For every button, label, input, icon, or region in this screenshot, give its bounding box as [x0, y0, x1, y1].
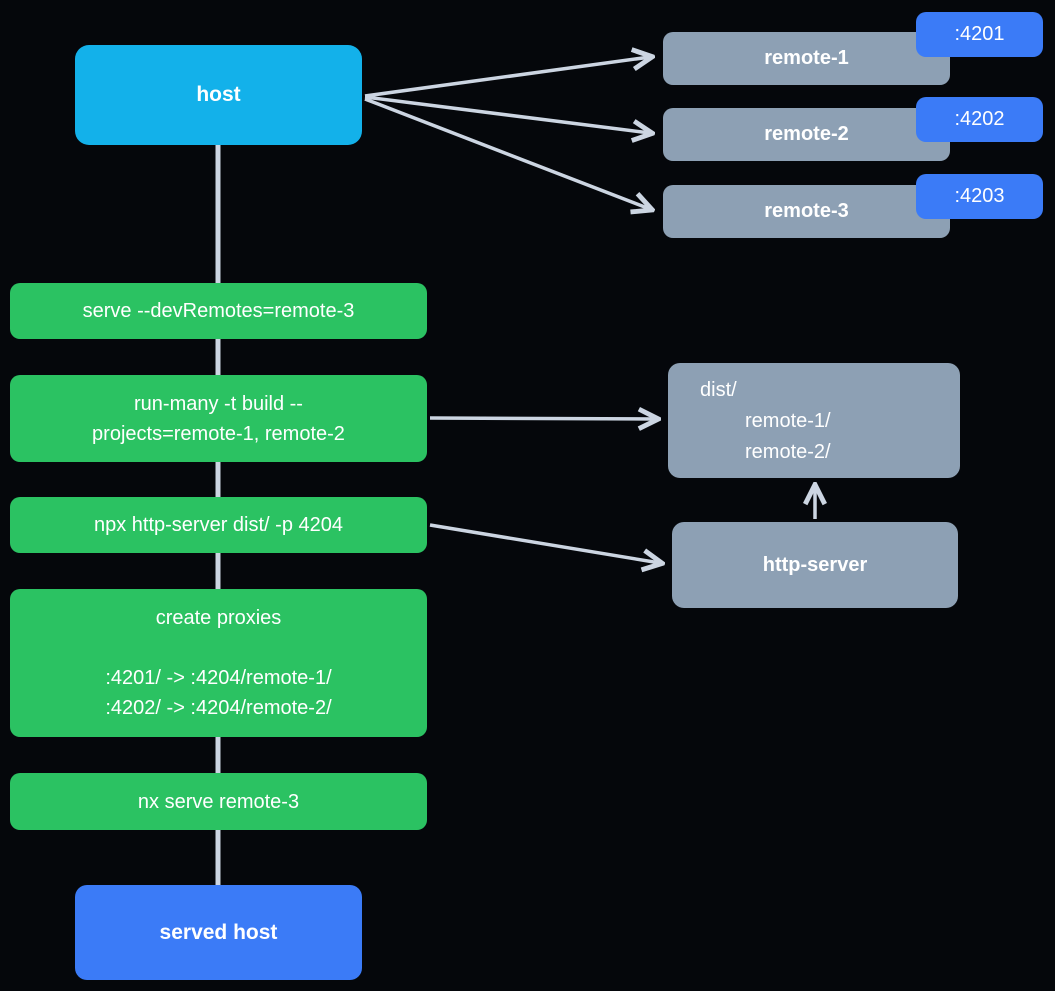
dist-line-root: dist/: [700, 379, 737, 401]
port-4202-label: :4202: [954, 108, 1005, 130]
port-badge-4203: :4203: [916, 174, 1043, 219]
command-serve-devremotes-text: serve --devRemotes=remote-3: [82, 300, 355, 322]
arrow-host-remote-2: [364, 95, 650, 133]
command-create-proxies: create proxies :4201/ -> :4204/remote-1/…: [10, 589, 427, 737]
arrow-npx-httpserver: [429, 523, 660, 563]
host-label: host: [196, 83, 241, 106]
served-host-label: served host: [159, 920, 278, 944]
command-run-many-build: run-many -t build -- projects=remote-1, …: [10, 375, 427, 462]
arrow-host-remote-3: [364, 97, 650, 209]
port-badge-4202: :4202: [916, 97, 1043, 142]
dist-line-remote-2: remote-2/: [745, 441, 831, 463]
command-create-proxies-text: create proxies :4201/ -> :4204/remote-1/…: [105, 607, 332, 719]
dist-line-remote-1: remote-1/: [745, 410, 831, 432]
remote-3-label: remote-3: [764, 200, 849, 222]
arrow-host-remote-1: [364, 57, 650, 98]
remote-1-label: remote-1: [764, 47, 849, 69]
dist-folder-node: dist/ remote-1/ remote-2/: [668, 363, 960, 478]
command-npx-http-server-text: npx http-server dist/ -p 4204: [93, 514, 343, 536]
remote-2-node: remote-2: [663, 108, 950, 161]
command-nx-serve-remote-3-text: nx serve remote-3: [137, 790, 300, 813]
command-serve-devremotes: serve --devRemotes=remote-3: [10, 283, 427, 339]
host-node: host: [75, 45, 362, 145]
command-npx-http-server: npx http-server dist/ -p 4204: [10, 497, 427, 553]
remote-3-node: remote-3: [663, 185, 950, 238]
http-server-label: http-server: [762, 553, 868, 576]
remote-1-node: remote-1: [663, 32, 950, 85]
command-run-many-build-text: run-many -t build -- projects=remote-1, …: [92, 392, 345, 445]
http-server-node: http-server: [672, 522, 958, 608]
port-badge-4201: :4201: [916, 12, 1043, 57]
arrow-build-dist: [429, 418, 656, 419]
command-nx-serve-remote-3: nx serve remote-3: [10, 773, 427, 830]
port-4203-label: :4203: [954, 185, 1005, 207]
served-host-node: served host: [75, 885, 362, 980]
port-4201-label: :4201: [954, 23, 1005, 45]
remote-2-label: remote-2: [764, 123, 849, 145]
